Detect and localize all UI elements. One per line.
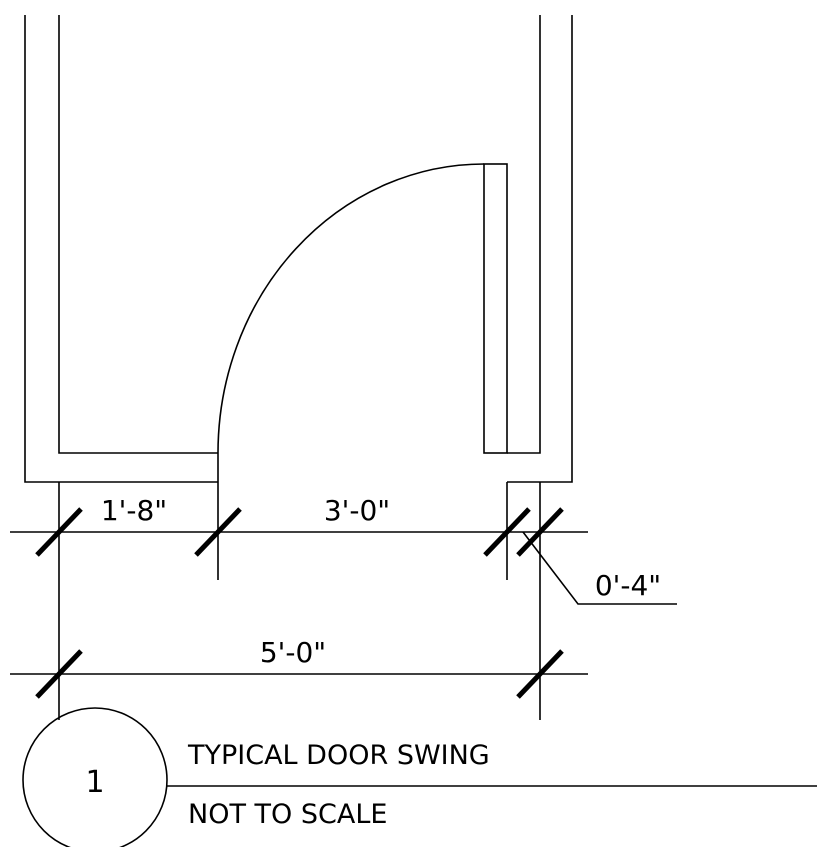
upper-dimension-ticks bbox=[35, 507, 564, 557]
right-wall bbox=[507, 15, 573, 483]
dimension-text-door-opening: 3'-0" bbox=[324, 494, 390, 527]
dimension-text-door-jamb: 0'-4" bbox=[595, 569, 661, 602]
dimension-tick bbox=[35, 649, 83, 699]
scale-note: NOT TO SCALE bbox=[188, 799, 387, 830]
overall-dimension-ticks bbox=[35, 649, 564, 699]
door-swing-arc bbox=[217, 163, 485, 454]
detail-number-bubble bbox=[22, 707, 168, 847]
dimension-tick bbox=[516, 649, 564, 699]
dimension-tick bbox=[194, 507, 242, 557]
detail-number: 1 bbox=[85, 765, 104, 800]
dimension-text-overall: 5'-0" bbox=[260, 636, 326, 669]
dimension-tick bbox=[483, 507, 531, 557]
dimension-text-left-wall: 1'-8" bbox=[101, 494, 167, 527]
door-leaf bbox=[483, 163, 508, 454]
left-wall bbox=[24, 15, 219, 483]
jamb-dimension-leader bbox=[522, 531, 677, 605]
dimension-tick bbox=[35, 507, 83, 557]
drawing-title: TYPICAL DOOR SWING bbox=[187, 740, 490, 771]
dimension-tick bbox=[516, 507, 564, 557]
